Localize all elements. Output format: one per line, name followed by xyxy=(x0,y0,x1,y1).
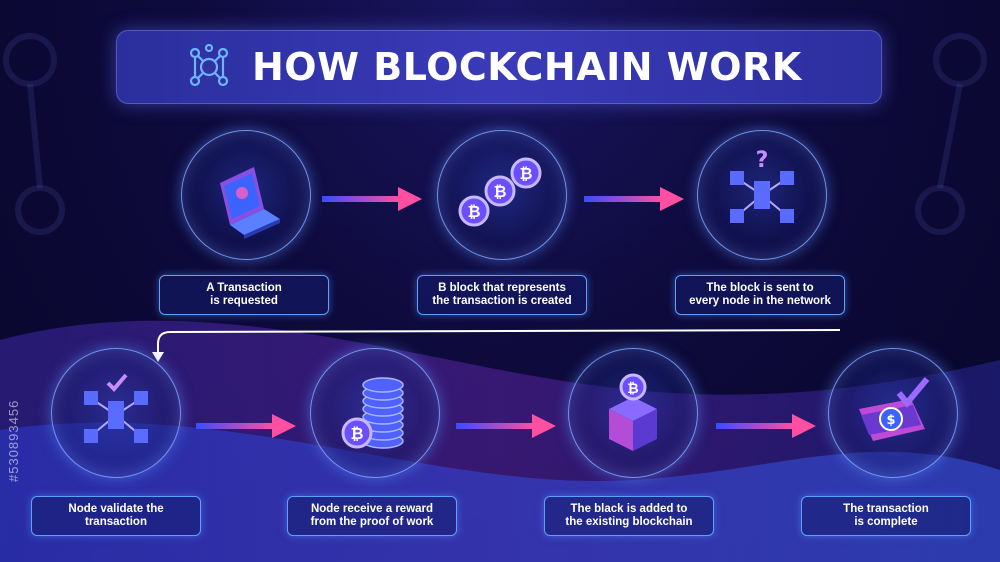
step-2-circle: ₿ ₿ ₿ xyxy=(437,130,567,260)
svg-text:₿: ₿ xyxy=(493,182,506,201)
step-7-circle: $ xyxy=(828,348,958,478)
money-check-icon: $ xyxy=(859,377,930,441)
network-cubes-check-icon xyxy=(84,373,148,443)
blockchain-network-icon xyxy=(189,44,229,87)
arrow-4-to-5 xyxy=(196,414,296,438)
svg-text:₿: ₿ xyxy=(467,202,480,221)
stock-id-watermark: #530893456 xyxy=(6,399,21,482)
svg-text:₿: ₿ xyxy=(519,164,532,183)
step-5-circle: ₿ xyxy=(310,348,440,478)
bitcoin-coins-icon: ₿ ₿ ₿ xyxy=(458,157,542,227)
step-6-circle: ₿ xyxy=(568,348,698,478)
page-title: HOW BLOCKCHAIN WORK xyxy=(252,45,802,89)
svg-text:₿: ₿ xyxy=(627,381,638,397)
laptop-icon xyxy=(220,167,280,239)
network-cubes-question-icon: ? xyxy=(730,148,794,223)
svg-text:$: $ xyxy=(886,413,895,428)
step-3-circle: ? xyxy=(697,130,827,260)
arrow-6-to-7 xyxy=(716,414,816,438)
step-1-circle xyxy=(181,130,311,260)
svg-text:?: ? xyxy=(756,148,769,173)
bitcoin-stack-icon: ₿ xyxy=(341,377,404,449)
arrow-1-to-2 xyxy=(322,187,422,211)
step-4-circle xyxy=(51,348,181,478)
title-banner xyxy=(116,30,882,104)
block-coin-icon: ₿ xyxy=(609,373,657,451)
arrow-2-to-3 xyxy=(584,187,684,211)
arrow-5-to-6 xyxy=(456,414,556,438)
svg-text:₿: ₿ xyxy=(350,424,363,443)
